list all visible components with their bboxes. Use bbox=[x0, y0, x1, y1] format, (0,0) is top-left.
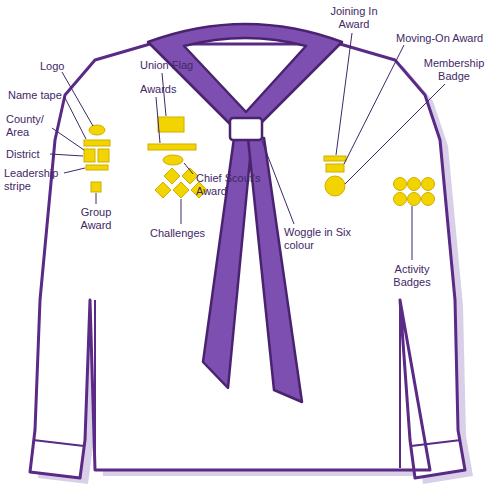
leader-line bbox=[52, 128, 84, 150]
union-flag-badge bbox=[158, 117, 184, 132]
badge-group bbox=[84, 117, 435, 206]
chief-scout-award-badge bbox=[163, 155, 183, 165]
awards-bar bbox=[148, 144, 196, 150]
activity-badge bbox=[408, 193, 421, 206]
leader-lines bbox=[50, 33, 445, 260]
leader-line bbox=[184, 163, 193, 174]
leader-line bbox=[345, 84, 445, 184]
part-label: Awards bbox=[140, 83, 200, 96]
leader-line bbox=[412, 206, 413, 260]
part-label: Moving-On Award bbox=[396, 32, 488, 45]
leader-line bbox=[62, 72, 93, 126]
activity-badge bbox=[422, 178, 435, 191]
activity-badge bbox=[394, 193, 407, 206]
part-label: District bbox=[6, 148, 52, 161]
neckerchief-collar bbox=[148, 24, 342, 126]
part-label: Group Award bbox=[70, 206, 122, 232]
district-badge bbox=[98, 149, 109, 162]
leader-line bbox=[336, 33, 352, 155]
part-label: Membership Badge bbox=[420, 57, 488, 83]
leader-line bbox=[96, 193, 97, 204]
leadership-stripe bbox=[86, 165, 108, 170]
part-label: Woggle in Six colour bbox=[284, 226, 352, 252]
part-label: Logo bbox=[40, 60, 84, 73]
membership-badge bbox=[325, 176, 345, 196]
leader-line bbox=[262, 141, 294, 224]
part-label: Union Flag bbox=[140, 59, 220, 72]
part-label: Activity Badges bbox=[380, 263, 444, 289]
sleeve-seam bbox=[94, 300, 96, 468]
cuff-line bbox=[33, 440, 84, 446]
part-label: Joining In Award bbox=[320, 5, 388, 31]
part-label: Leadership stripe bbox=[4, 167, 64, 193]
leader-line bbox=[64, 96, 86, 139]
logo-badge bbox=[89, 125, 105, 135]
part-label: Challenges bbox=[150, 227, 230, 240]
leader-line bbox=[50, 154, 83, 156]
part-label: Name tape bbox=[8, 89, 68, 102]
leader-line bbox=[156, 97, 160, 143]
activity-badge bbox=[394, 178, 407, 191]
county-badge bbox=[84, 149, 95, 162]
part-label: County/ Area bbox=[6, 113, 52, 139]
leader-line bbox=[64, 168, 85, 173]
sleeve-seam bbox=[399, 300, 401, 468]
part-label: Chief Scout's Award bbox=[196, 172, 272, 198]
leader-line bbox=[181, 199, 182, 224]
woggle bbox=[230, 118, 262, 140]
cuff-line bbox=[411, 440, 461, 446]
joining-in-award-badge bbox=[324, 156, 346, 161]
moving-on-award-badge bbox=[326, 164, 344, 172]
name-tape bbox=[84, 140, 110, 146]
activity-badge bbox=[408, 178, 421, 191]
leader-line bbox=[344, 45, 404, 164]
activity-badge bbox=[422, 193, 435, 206]
group-award-badge bbox=[91, 182, 101, 192]
